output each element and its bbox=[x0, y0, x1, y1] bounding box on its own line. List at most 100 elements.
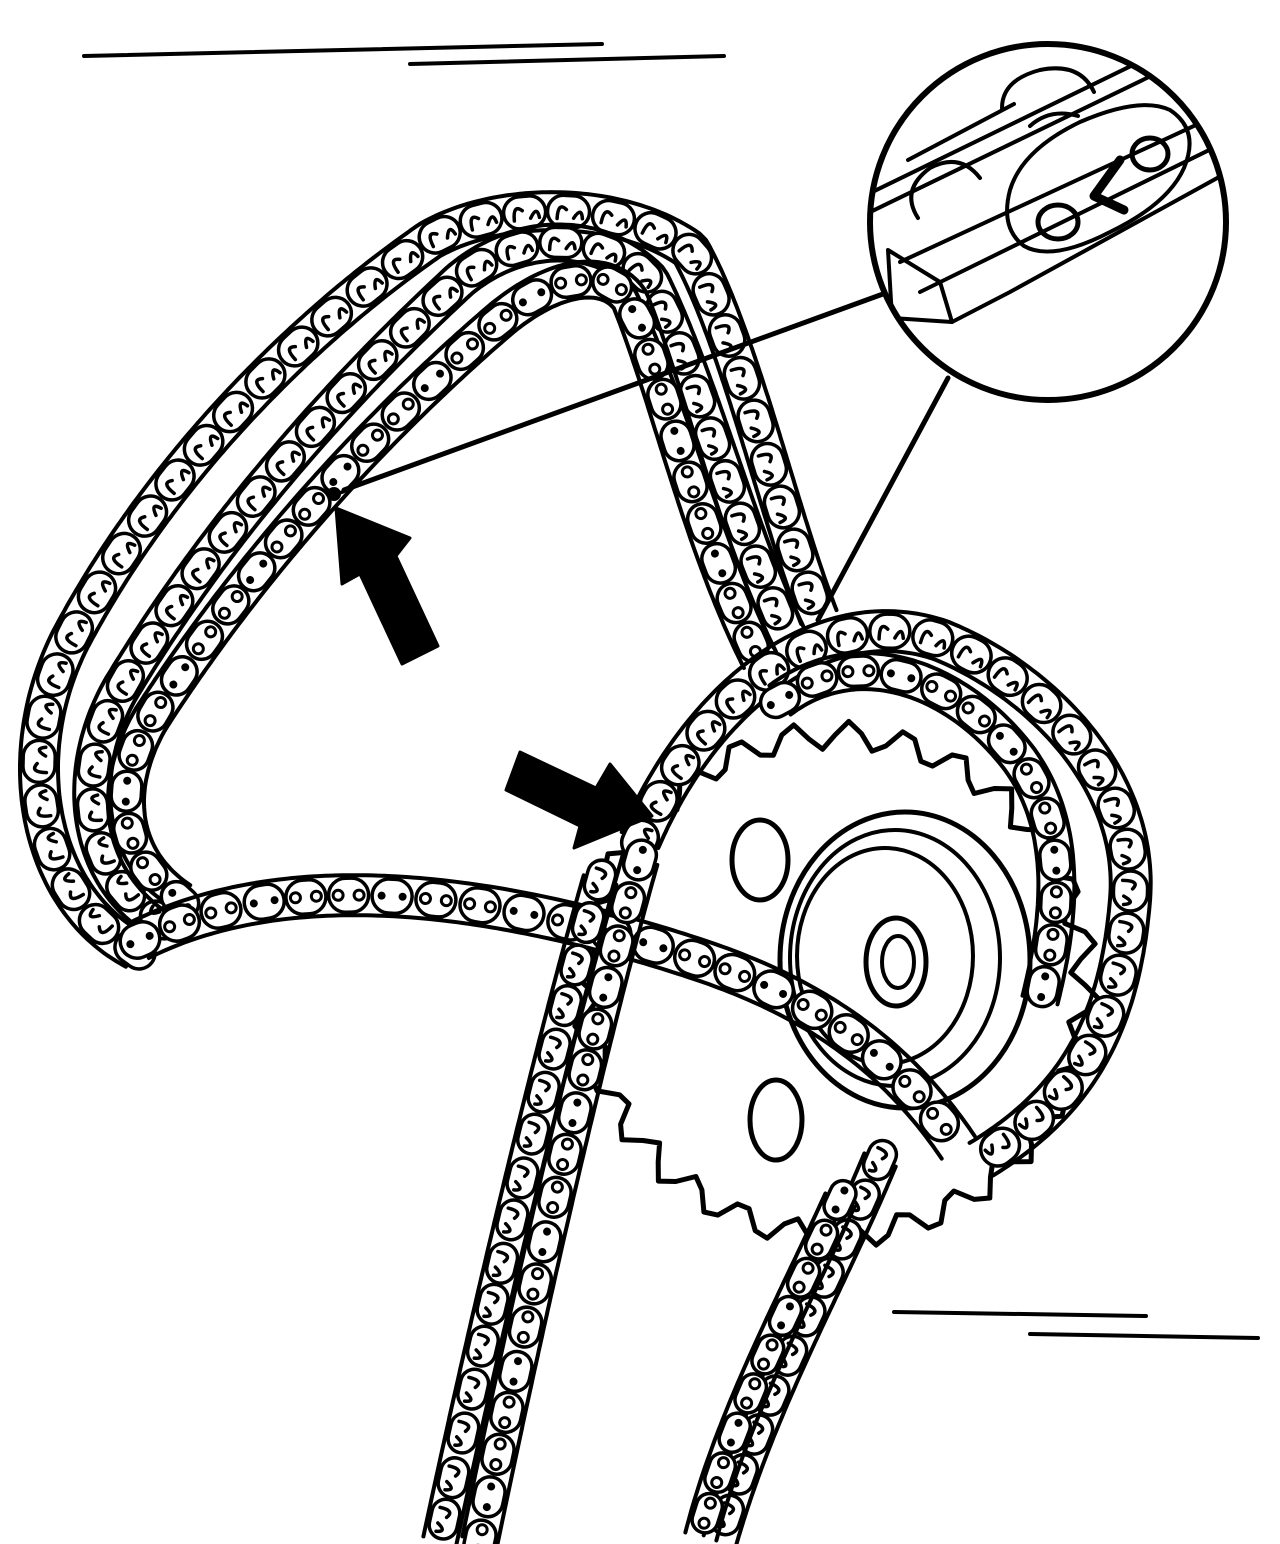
chain-link bbox=[659, 419, 696, 463]
chain-link bbox=[1085, 994, 1126, 1038]
chain-link bbox=[685, 502, 723, 545]
chain-link bbox=[879, 657, 923, 694]
detail-circle bbox=[867, 41, 1229, 403]
chain-link bbox=[484, 1241, 520, 1285]
chain-link bbox=[1051, 713, 1093, 756]
chain-link bbox=[545, 193, 592, 230]
chain-link bbox=[756, 585, 795, 631]
chain-link bbox=[827, 1012, 870, 1055]
chain-link bbox=[76, 570, 118, 615]
chain-link bbox=[776, 527, 815, 573]
hub-bore bbox=[863, 915, 929, 1009]
chain-link bbox=[556, 1091, 593, 1135]
chain-link bbox=[370, 877, 414, 916]
detail-link-pin bbox=[1035, 202, 1081, 242]
chain-link bbox=[417, 214, 462, 255]
chain-link bbox=[567, 1048, 604, 1092]
chain-link bbox=[136, 690, 175, 733]
chain-link bbox=[494, 230, 540, 268]
detail-link-pin bbox=[1129, 135, 1171, 173]
chain-link bbox=[380, 391, 422, 432]
chain-link bbox=[510, 278, 554, 317]
chain-link bbox=[421, 275, 464, 318]
chain-link bbox=[50, 867, 92, 912]
chain-rail bbox=[495, 862, 660, 1544]
chain-link bbox=[708, 458, 747, 504]
chain-link bbox=[920, 672, 963, 711]
chain-link bbox=[538, 225, 584, 260]
chain-link bbox=[986, 656, 1029, 698]
chain-link bbox=[325, 371, 368, 415]
chain-link bbox=[591, 265, 634, 304]
chain-link bbox=[723, 501, 762, 547]
chain-link bbox=[320, 453, 361, 495]
chain-link bbox=[489, 1390, 525, 1435]
chain-link bbox=[1107, 911, 1146, 955]
sprocket-hole bbox=[729, 817, 791, 903]
timing-mark-link bbox=[327, 487, 341, 501]
chain-link bbox=[1096, 786, 1137, 830]
chain-link bbox=[310, 295, 354, 338]
chain-link bbox=[700, 541, 738, 585]
detail-leader-line bbox=[341, 283, 908, 493]
chain-link bbox=[207, 510, 249, 554]
chain-link bbox=[577, 1007, 614, 1051]
chain-link bbox=[32, 826, 72, 872]
chain-link bbox=[477, 301, 519, 342]
chain-link bbox=[861, 1138, 899, 1182]
chain-link bbox=[703, 1451, 738, 1494]
chain-link bbox=[86, 698, 125, 744]
chain-link bbox=[291, 485, 332, 527]
chain-link bbox=[454, 247, 499, 288]
chain-link bbox=[986, 723, 1027, 765]
label-lines-bottom-right bbox=[892, 1310, 1260, 1340]
chain-strand-middle bbox=[72, 222, 809, 941]
chain-link bbox=[159, 655, 199, 697]
chain-link bbox=[911, 618, 955, 658]
chain-link bbox=[77, 902, 121, 946]
chain-link bbox=[211, 584, 251, 626]
chain-link bbox=[1029, 796, 1066, 840]
chain-link bbox=[109, 769, 144, 813]
chain-link bbox=[276, 325, 320, 368]
chain-link bbox=[235, 475, 277, 519]
chain-rail bbox=[714, 1204, 857, 1543]
detail-leader-line bbox=[815, 375, 951, 623]
chain-link bbox=[129, 621, 170, 665]
chain-link bbox=[767, 1294, 804, 1337]
chain-link bbox=[633, 210, 678, 251]
chain-link bbox=[345, 266, 389, 308]
chain-rail bbox=[683, 1191, 828, 1535]
chain-link bbox=[154, 458, 196, 502]
chain-link bbox=[537, 1175, 573, 1219]
chain-link bbox=[25, 694, 63, 740]
chain-link bbox=[610, 881, 647, 925]
chain-link bbox=[427, 1497, 462, 1541]
chain-link bbox=[581, 231, 627, 270]
chain-link bbox=[672, 460, 709, 504]
label-line bbox=[892, 1310, 1148, 1318]
sprocket-gear bbox=[568, 718, 1102, 1252]
chain-link bbox=[458, 200, 504, 239]
chain-link bbox=[1111, 869, 1150, 913]
chain-link bbox=[526, 1070, 561, 1114]
chain-link bbox=[752, 969, 796, 1010]
chain-rail bbox=[106, 259, 779, 917]
chain-link bbox=[182, 423, 225, 467]
chain-link bbox=[978, 1126, 1022, 1168]
chain-link bbox=[955, 694, 997, 735]
chain-link bbox=[1020, 682, 1063, 725]
chain-link bbox=[480, 1432, 516, 1476]
chain-link bbox=[790, 989, 834, 1031]
chain-link bbox=[326, 876, 371, 914]
chain-link bbox=[157, 903, 202, 943]
chain-link bbox=[733, 1372, 769, 1415]
chain-rail bbox=[18, 190, 839, 969]
chain-link bbox=[633, 337, 670, 381]
chain-strand-right-loop bbox=[619, 609, 1153, 1180]
chain-link bbox=[436, 1456, 471, 1500]
label-line bbox=[1028, 1332, 1260, 1340]
chain-link bbox=[1042, 1068, 1084, 1111]
chain-link bbox=[526, 1220, 563, 1264]
